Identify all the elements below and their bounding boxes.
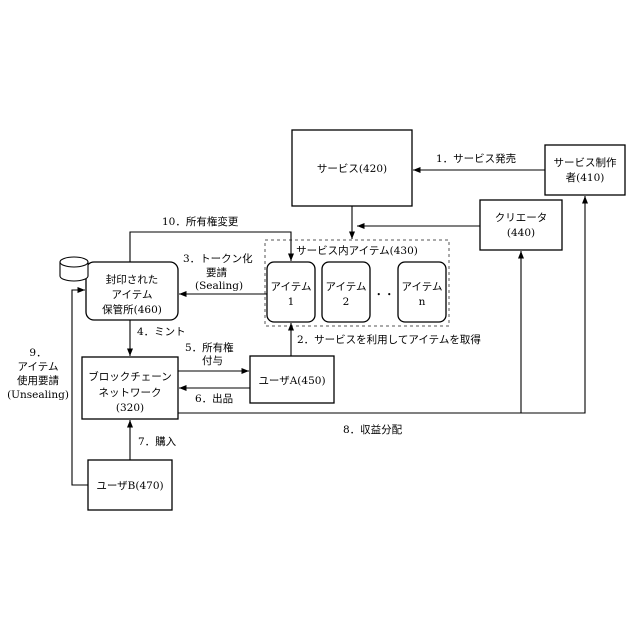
edge-9-label-line4: (Unsealing): [7, 389, 69, 401]
edge-4-label: 4．ミント: [137, 326, 186, 338]
producer-label-line2: 者(410): [566, 172, 605, 184]
edge-2-label: 2．サービスを利用してアイテムを取得: [297, 334, 481, 346]
items-ellipsis: ・・: [374, 289, 395, 301]
edge-3-label-line3: (Sealing): [195, 280, 243, 292]
item-n-label-line1: アイテム: [402, 281, 443, 293]
item-2-label-line2: 2: [343, 296, 350, 308]
blockchain-label-line2: ネットワーク: [99, 387, 162, 399]
storage-label-line1: 封印された: [106, 273, 159, 286]
edge-9-label-line3: 使用要請: [17, 374, 59, 387]
items-group-label: サービス内アイテム(430): [296, 244, 418, 257]
edge-8-label: 8．収益分配: [343, 423, 403, 436]
item-1-label-line2: 1: [288, 296, 295, 308]
item-n-node: アイテム n: [398, 262, 446, 322]
edge-9-label-line2: アイテム: [18, 361, 59, 373]
edge-6-label: 6．出品: [195, 392, 233, 405]
edge-9-label-line1: 9．: [29, 347, 46, 359]
storage-node: 封印された アイテム 保管所(460): [86, 262, 178, 320]
item-1-label-line1: アイテム: [271, 281, 312, 293]
storage-label-line3: 保管所(460): [102, 303, 162, 316]
user-b-node: ユーザB(470): [88, 460, 172, 510]
edge-1-label: 1．サービス発売: [436, 152, 516, 165]
service-label: サービス(420): [317, 163, 387, 175]
storage-label-line2: アイテム: [112, 289, 153, 301]
user-b-label: ユーザB(470): [96, 480, 163, 492]
blockchain-node: ブロックチェーン ネットワーク (320): [82, 357, 178, 419]
edge-7-label: 7．購入: [138, 435, 177, 448]
edge-3-label-line1: 3．トークン化: [183, 252, 253, 265]
item-2-node: アイテム 2: [322, 262, 370, 322]
edge-10-label: 10．所有権変更: [162, 215, 239, 228]
creator-label-line1: クリエータ: [495, 212, 548, 224]
user-a-label: ユーザA(450): [258, 375, 325, 387]
item-1-node: アイテム 1: [267, 262, 315, 322]
edge-3-label-line2: 要請: [206, 266, 227, 279]
service-node: サービス(420): [292, 130, 412, 206]
item-n-label-line2: n: [419, 296, 426, 308]
producer-label-line1: サービス制作: [554, 156, 617, 169]
creator-label-line2: (440): [507, 227, 535, 239]
blockchain-label-line1: ブロックチェーン: [88, 370, 171, 383]
blockchain-label-line3: (320): [116, 402, 144, 414]
user-a-node: ユーザA(450): [250, 356, 334, 403]
database-icon: [60, 257, 88, 281]
item-2-label-line1: アイテム: [326, 281, 367, 293]
producer-node: サービス制作 者(410): [545, 145, 625, 195]
creator-node: クリエータ (440): [480, 200, 562, 250]
edge-5-label-line2: 付与: [202, 354, 223, 367]
edge-5-label-line1: 5．所有権: [185, 341, 234, 354]
